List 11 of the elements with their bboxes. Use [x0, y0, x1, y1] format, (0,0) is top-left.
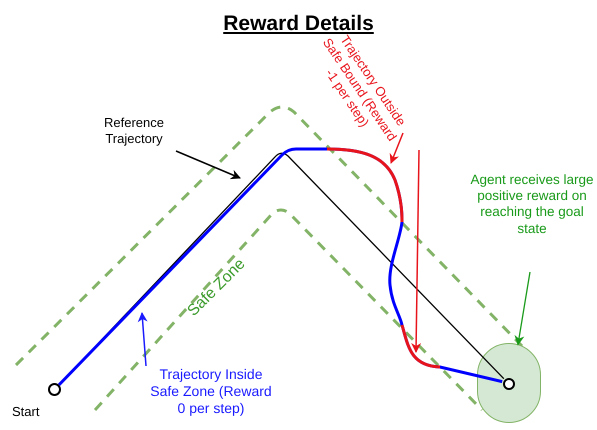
- trajectory-line: [514, 272, 531, 346]
- callout-text: Trajectory Inside Safe Zone (Reward 0 per step): [146, 366, 276, 416]
- leader-arrow: [390, 132, 404, 164]
- leader-arrow: [176, 150, 241, 180]
- goal-point: [503, 378, 515, 390]
- start-label: Start: [12, 403, 40, 421]
- leader-arrow: [411, 150, 422, 353]
- leader-arrow: [138, 312, 148, 366]
- callout-text: Agent receives large positive reward on reaching the goal state: [470, 172, 594, 237]
- callout-text: Reference Trajectory: [92, 115, 176, 146]
- start-point: [48, 383, 61, 396]
